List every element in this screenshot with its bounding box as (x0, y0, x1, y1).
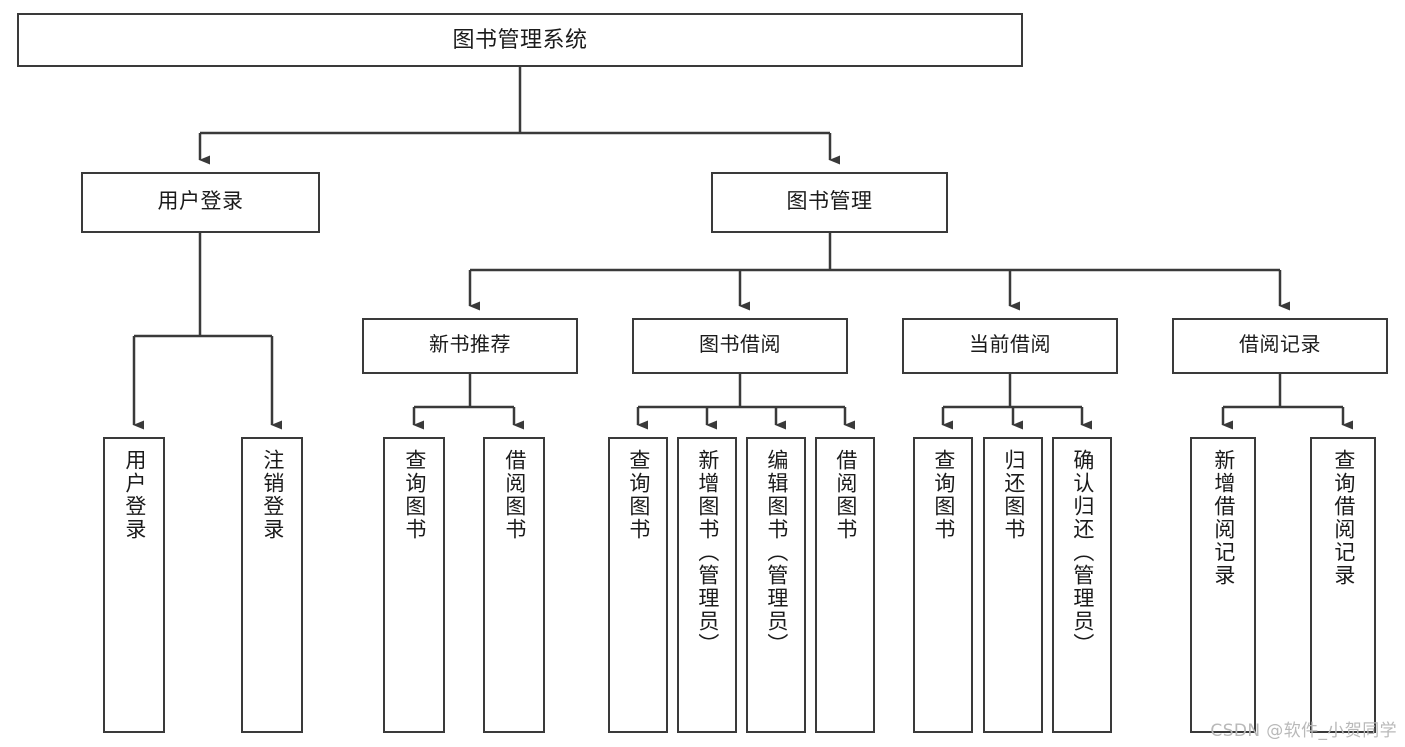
node-label-leaf-query-borrow-record: 查询借阅记录 (1331, 449, 1355, 587)
edge-book-manage-to-level2 (468, 233, 1290, 311)
node-root-system[interactable]: 图书管理系统 (17, 13, 1023, 67)
node-leaf-confirm-return-admin[interactable]: 确认归还（管理员） (1052, 437, 1112, 733)
edge-new-book-recommend-to-leaves (412, 374, 524, 430)
node-leaf-return-book[interactable]: 归还图书 (983, 437, 1043, 733)
node-label-user-login: 用户登录 (157, 190, 244, 214)
node-leaf-query-book-3[interactable]: 查询图书 (913, 437, 973, 733)
node-borrow-record[interactable]: 借阅记录 (1172, 318, 1388, 374)
node-label-new-book-recommend: 新书推荐 (429, 334, 511, 357)
node-label-book-manage: 图书管理 (786, 190, 873, 214)
node-label-leaf-query-book-3: 查询图书 (931, 449, 955, 541)
node-label-leaf-confirm-return-admin: 确认归还（管理员） (1070, 449, 1094, 656)
node-leaf-user-login[interactable]: 用户登录 (103, 437, 165, 733)
node-label-leaf-query-book-2: 查询图书 (626, 449, 650, 541)
node-leaf-logout-login[interactable]: 注销登录 (241, 437, 303, 733)
node-leaf-query-book-2[interactable]: 查询图书 (608, 437, 668, 733)
node-label-borrow-record: 借阅记录 (1239, 334, 1321, 357)
node-new-book-recommend[interactable]: 新书推荐 (362, 318, 578, 374)
node-book-manage[interactable]: 图书管理 (711, 172, 948, 233)
node-label-leaf-logout-login: 注销登录 (260, 449, 284, 541)
node-label-leaf-borrow-book-1: 借阅图书 (502, 449, 526, 541)
node-label-leaf-edit-book-admin: 编辑图书（管理员） (764, 449, 788, 656)
edge-root-to-level1 (198, 67, 840, 165)
node-leaf-query-borrow-record[interactable]: 查询借阅记录 (1310, 437, 1376, 733)
node-leaf-add-book-admin[interactable]: 新增图书（管理员） (677, 437, 737, 733)
node-leaf-add-borrow-record[interactable]: 新增借阅记录 (1190, 437, 1256, 733)
node-leaf-edit-book-admin[interactable]: 编辑图书（管理员） (746, 437, 806, 733)
node-label-root: 图书管理系统 (452, 27, 588, 53)
edge-current-borrow-to-leaves (941, 374, 1092, 430)
node-label-leaf-user-login: 用户登录 (122, 449, 146, 541)
edge-borrow-record-to-leaves (1221, 374, 1353, 430)
node-book-borrow[interactable]: 图书借阅 (632, 318, 848, 374)
node-label-leaf-return-book: 归还图书 (1001, 449, 1025, 541)
node-label-leaf-borrow-book-2: 借阅图书 (833, 449, 857, 541)
edge-user-login-to-leaves (132, 233, 282, 430)
node-user-login[interactable]: 用户登录 (81, 172, 320, 233)
node-label-leaf-add-book-admin: 新增图书（管理员） (695, 449, 719, 656)
edge-book-borrow-to-leaves (636, 374, 855, 430)
node-label-book-borrow: 图书借阅 (699, 334, 781, 357)
node-leaf-borrow-book-2[interactable]: 借阅图书 (815, 437, 875, 733)
node-label-current-borrow: 当前借阅 (969, 334, 1051, 357)
node-label-leaf-add-borrow-record: 新增借阅记录 (1211, 449, 1235, 587)
node-leaf-query-book-1[interactable]: 查询图书 (383, 437, 445, 733)
watermark-text: CSDN @软件_小贺同学 (1210, 721, 1397, 741)
node-label-leaf-query-book-1: 查询图书 (402, 449, 426, 541)
node-current-borrow[interactable]: 当前借阅 (902, 318, 1118, 374)
node-leaf-borrow-book-1[interactable]: 借阅图书 (483, 437, 545, 733)
